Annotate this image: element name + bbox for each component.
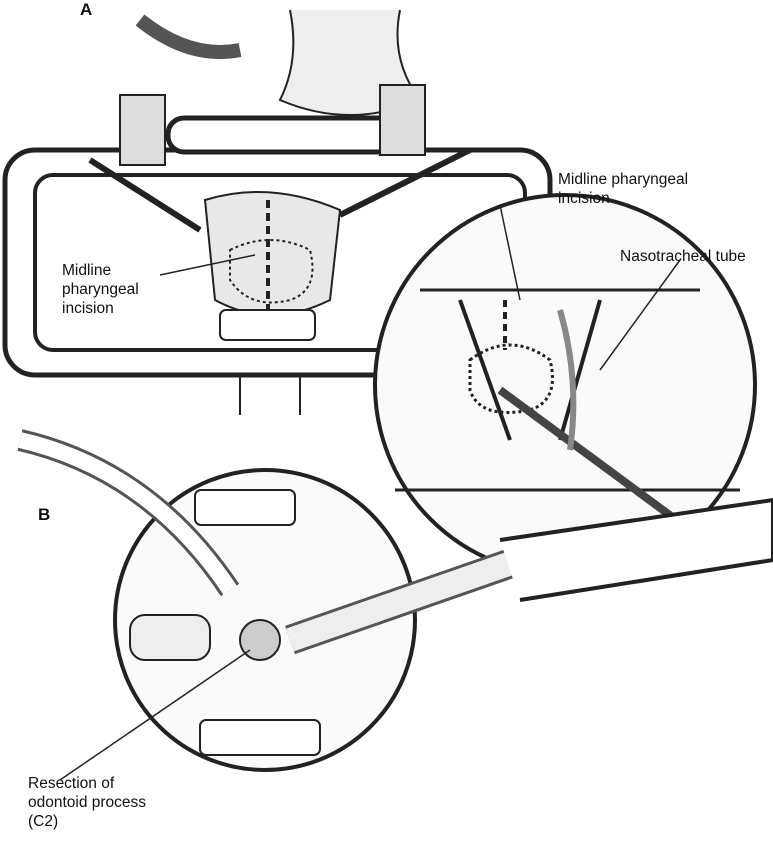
label-right-incision: Midline pharyngeal incision — [558, 170, 688, 208]
label-nasotracheal-tube: Nasotracheal tube — [620, 248, 746, 265]
label-resection: Resection of odontoid process (C2) — [28, 774, 146, 831]
label-line: Midline pharyngeal — [558, 171, 689, 188]
label-line: (C2) — [28, 813, 59, 830]
inset-circle-drawing — [373, 193, 757, 577]
label-line: Midline — [62, 262, 112, 279]
label-line: pharyngeal — [62, 281, 139, 298]
panel-label-a: A — [80, 0, 93, 19]
label-line: incision — [558, 190, 610, 207]
panel-a-drawing — [2, 9, 553, 415]
leader-lines — [59, 204, 681, 781]
panel-label-b: B — [38, 505, 51, 524]
label-left-incision: Midline pharyngeal incision — [62, 261, 139, 318]
label-line: Resection of — [28, 775, 115, 792]
label-line: incision — [62, 300, 114, 317]
panel-b-drawing — [17, 429, 773, 772]
label-line: odontoid process — [28, 794, 147, 811]
